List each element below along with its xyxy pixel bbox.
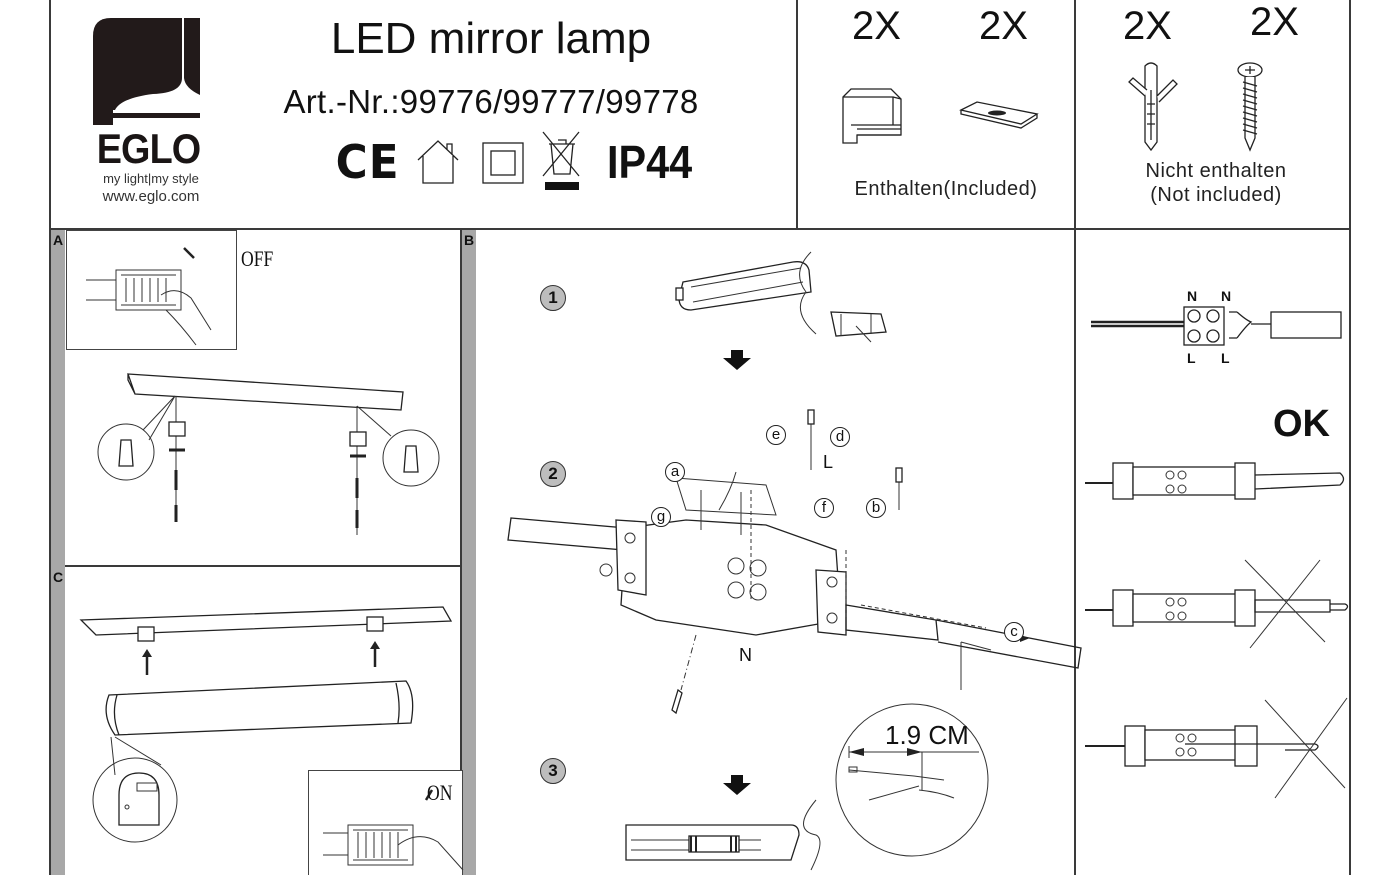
step-badge-3: 3 bbox=[540, 758, 566, 784]
ip-rating: IP44 bbox=[607, 136, 693, 188]
certification-marks: CE IP44 bbox=[334, 130, 702, 194]
wiring-example-wrong-2 bbox=[1085, 697, 1348, 799]
section-divider-ac bbox=[51, 565, 461, 567]
step3-lamp-closed-illustration bbox=[625, 799, 821, 871]
not-included-caption-2: (Not included) bbox=[1150, 184, 1282, 206]
terminal-top-n2: N bbox=[1221, 288, 1232, 304]
brand-name: EGLO bbox=[96, 125, 201, 172]
breaker-on-label: ON bbox=[427, 780, 453, 805]
wiring-example-correct bbox=[1085, 462, 1345, 500]
section-label-a: A bbox=[53, 232, 64, 248]
instruction-sheet: EGLO my light|my style www.eglo.com LED … bbox=[49, 0, 1351, 875]
breaker-on-inset bbox=[308, 770, 463, 875]
not-included-qty-1: 2X bbox=[1123, 4, 1172, 48]
terminal-bottom-l2: L bbox=[1221, 350, 1230, 366]
callout-b: b bbox=[866, 498, 886, 518]
section-divider-ab bbox=[460, 229, 462, 875]
mounting-plate-icon bbox=[959, 101, 1039, 129]
breaker-off-inset bbox=[66, 230, 237, 350]
live-terminal-label: L bbox=[823, 452, 834, 472]
article-number: Art.-Nr.:99776/99777/99778 bbox=[283, 83, 699, 120]
step1-lamp-end-illustration bbox=[675, 251, 887, 343]
section-strip-b bbox=[462, 230, 476, 875]
ok-label: OK bbox=[1273, 403, 1330, 445]
step2-terminal-block-illustration bbox=[507, 409, 1082, 715]
callout-f: f bbox=[814, 498, 834, 518]
wiring-diagram bbox=[1091, 306, 1342, 346]
step-arrow-down-1 bbox=[723, 350, 751, 370]
not-included-qty-2: 2X bbox=[1250, 0, 1299, 44]
breaker-off-label: OFF bbox=[241, 246, 274, 271]
step-arrow-down-3 bbox=[723, 775, 751, 795]
brand-url: www.eglo.com bbox=[102, 188, 200, 205]
terminal-bottom-l1: L bbox=[1187, 350, 1196, 366]
brand-slogan: my light|my style bbox=[103, 171, 199, 186]
callout-d: d bbox=[830, 427, 850, 447]
breaker-on-illustration bbox=[323, 789, 464, 871]
screw-icon bbox=[1237, 62, 1263, 152]
callout-c: c bbox=[1004, 622, 1024, 642]
section-label-c: C bbox=[53, 569, 64, 585]
header-divider-v1 bbox=[796, 0, 798, 229]
header-divider bbox=[51, 228, 1349, 230]
step-badge-2: 2 bbox=[540, 461, 566, 487]
protection-class-2-icon bbox=[482, 142, 524, 184]
included-qty-2: 2X bbox=[979, 4, 1028, 48]
step-badge-1: 1 bbox=[540, 285, 566, 311]
callout-g: g bbox=[651, 507, 671, 527]
lamp-mount-illustration bbox=[79, 606, 453, 843]
wall-plug-icon bbox=[1128, 62, 1178, 152]
section-label-b: B bbox=[464, 232, 475, 248]
callout-a: a bbox=[665, 462, 685, 482]
header-divider-v2 bbox=[1074, 0, 1076, 229]
indoor-house-icon bbox=[417, 140, 459, 184]
strip-length-detail-circle bbox=[835, 703, 989, 857]
wiring-example-wrong-1 bbox=[1085, 559, 1349, 649]
included-qty-1: 2X bbox=[852, 4, 901, 48]
not-included-caption-1: Nicht enthalten bbox=[1145, 160, 1287, 182]
terminal-top-n1: N bbox=[1187, 288, 1198, 304]
mounting-bracket-icon bbox=[842, 88, 902, 144]
included-caption: Enthalten(Included) bbox=[854, 178, 1038, 200]
weee-crossed-bin-icon bbox=[542, 131, 580, 190]
section-strip-ac bbox=[51, 230, 65, 875]
product-title: LED mirror lamp bbox=[330, 14, 652, 63]
eglo-logo-icon bbox=[93, 18, 200, 125]
ce-mark: CE bbox=[335, 135, 400, 189]
neutral-terminal-label: N bbox=[739, 645, 752, 665]
breaker-off-illustration bbox=[86, 247, 212, 346]
mounting-rail-illustration bbox=[97, 373, 440, 535]
callout-e: e bbox=[766, 425, 786, 445]
section-divider-b-panel bbox=[1074, 229, 1076, 875]
strip-length-label: 1.9 CM bbox=[885, 720, 969, 750]
